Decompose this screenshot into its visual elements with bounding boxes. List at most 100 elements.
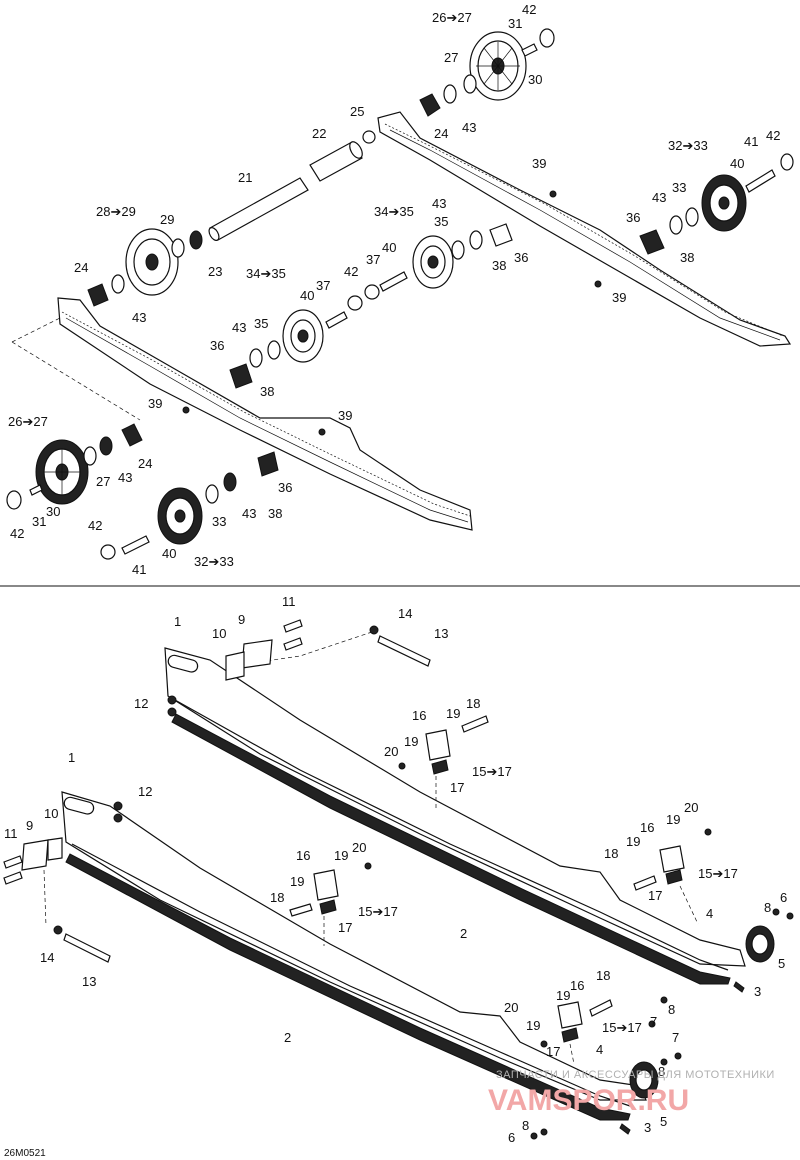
screw-3-upper (733, 981, 745, 993)
callout-label: 29 (160, 212, 174, 227)
callout-label: 41 (132, 562, 146, 577)
callout-label: 31 (508, 16, 522, 31)
callout-label: 43 (132, 310, 146, 325)
callout-label: 15➔17 (472, 764, 512, 779)
callout-label: 3 (754, 984, 761, 999)
cap-24-bottom (121, 423, 143, 447)
callout-label: 35 (254, 316, 268, 331)
callout-label: 7 (650, 1014, 657, 1029)
bolt-39-d (318, 428, 326, 436)
leader-bracket-c (679, 885, 699, 925)
washer-14-upper (369, 625, 379, 635)
callout-label: 19 (526, 1018, 540, 1033)
drawing-code: 26M0521 (4, 1148, 46, 1159)
spacer-10-lower (47, 837, 63, 861)
callout-label: 4 (706, 906, 713, 921)
callout-label: 38 (268, 506, 282, 521)
screw-6-upper (786, 912, 794, 920)
callout-label: 37 (366, 252, 380, 267)
callout-label: 36 (626, 210, 640, 225)
callout-label: 8 (668, 1002, 675, 1017)
callout-label: 43 (232, 320, 246, 335)
plate-9-lower (21, 839, 49, 871)
axle-21 (208, 177, 309, 241)
callout-label: 2 (460, 926, 467, 941)
cap-42-bottom (6, 490, 22, 510)
callout-label: 11 (282, 594, 296, 609)
bearing-33-right (685, 207, 699, 227)
leader-bracket-d (569, 1043, 575, 1065)
bolt-39-c (182, 406, 190, 414)
callout-label: 5 (778, 956, 785, 971)
slide-rail-lower (61, 791, 647, 1107)
washer-7-a (648, 1020, 656, 1028)
clip-17-a (431, 759, 449, 775)
callout-label: 26➔27 (432, 10, 472, 25)
nut-20-a (398, 762, 406, 770)
callout-label: 8 (522, 1118, 529, 1133)
watermark-line1: ЗАПЧАСТИ И АКСЕССУАРЫ ДЛЯ МОТОТЕХНИКИ (496, 1069, 775, 1081)
rear-left-slide-rail (57, 297, 473, 531)
callout-label: 31 (32, 514, 46, 529)
bearing-33-bottom (205, 484, 219, 504)
callout-label: 43 (432, 196, 446, 211)
callout-label: 42 (766, 128, 780, 143)
bolt-39-b (594, 280, 602, 288)
slider-shoe-upper (171, 713, 731, 985)
idler-wheel-34-left (282, 309, 324, 363)
callout-label: 27 (96, 474, 110, 489)
bolt-18-c (633, 875, 657, 891)
callout-label: 30 (46, 504, 60, 519)
washer-8-lower (540, 1128, 548, 1136)
callout-label: 42 (344, 264, 358, 279)
callout-label: 1 (174, 614, 181, 629)
leader-bolt-lower (43, 869, 47, 927)
callout-label: 12 (134, 696, 148, 711)
end-cap-5-lower (629, 1061, 659, 1099)
callout-label: 10 (44, 806, 58, 821)
callout-label: 33 (672, 180, 686, 195)
nut-12-lower-a (113, 801, 123, 811)
axle-block-36-bottom (257, 451, 279, 477)
callout-label: 40 (730, 156, 744, 171)
callout-label: 18 (596, 968, 610, 983)
idler-wheel-26-bottom (35, 439, 89, 505)
callout-label: 8 (764, 900, 771, 915)
callout-label: 21 (238, 170, 252, 185)
callout-label: 36 (210, 338, 224, 353)
callout-label: 20 (684, 800, 698, 815)
callout-label: 10 (212, 626, 226, 641)
callout-label: 42 (522, 2, 536, 17)
callout-label: 18 (466, 696, 480, 711)
idler-wheel-34-center (412, 235, 454, 289)
axle-block-36-center (489, 223, 513, 247)
callout-label: 15➔17 (358, 904, 398, 919)
callout-label: 17 (338, 920, 352, 935)
callout-label: 16 (570, 978, 584, 993)
washer-14-lower (53, 925, 63, 935)
spacer-43-bottom2 (223, 472, 237, 492)
bracket-16-c (659, 845, 685, 873)
idler-wheel-28 (125, 228, 179, 296)
callout-label: 16 (640, 820, 654, 835)
callout-label: 23 (208, 264, 222, 279)
nut-12-lower-b (113, 813, 123, 823)
callout-label: 20 (504, 1000, 518, 1015)
bolt-41-bottom (121, 535, 150, 555)
callout-label: 2 (284, 1030, 291, 1045)
cap-24-top (419, 93, 441, 117)
bolt-13-lower (63, 933, 111, 963)
callout-label: 11 (4, 826, 18, 841)
spacer-43-left (111, 274, 125, 294)
callout-label: 19 (446, 706, 460, 721)
callout-label: 16 (296, 848, 310, 863)
callout-label: 35 (434, 214, 448, 229)
callout-label: 43 (462, 120, 476, 135)
cap-42-left (347, 295, 363, 311)
callout-label: 19 (556, 988, 570, 1003)
callout-label: 18 (270, 890, 284, 905)
bearing-35-left (267, 340, 281, 360)
callout-label: 41 (744, 134, 758, 149)
callout-label: 3 (644, 1120, 651, 1135)
